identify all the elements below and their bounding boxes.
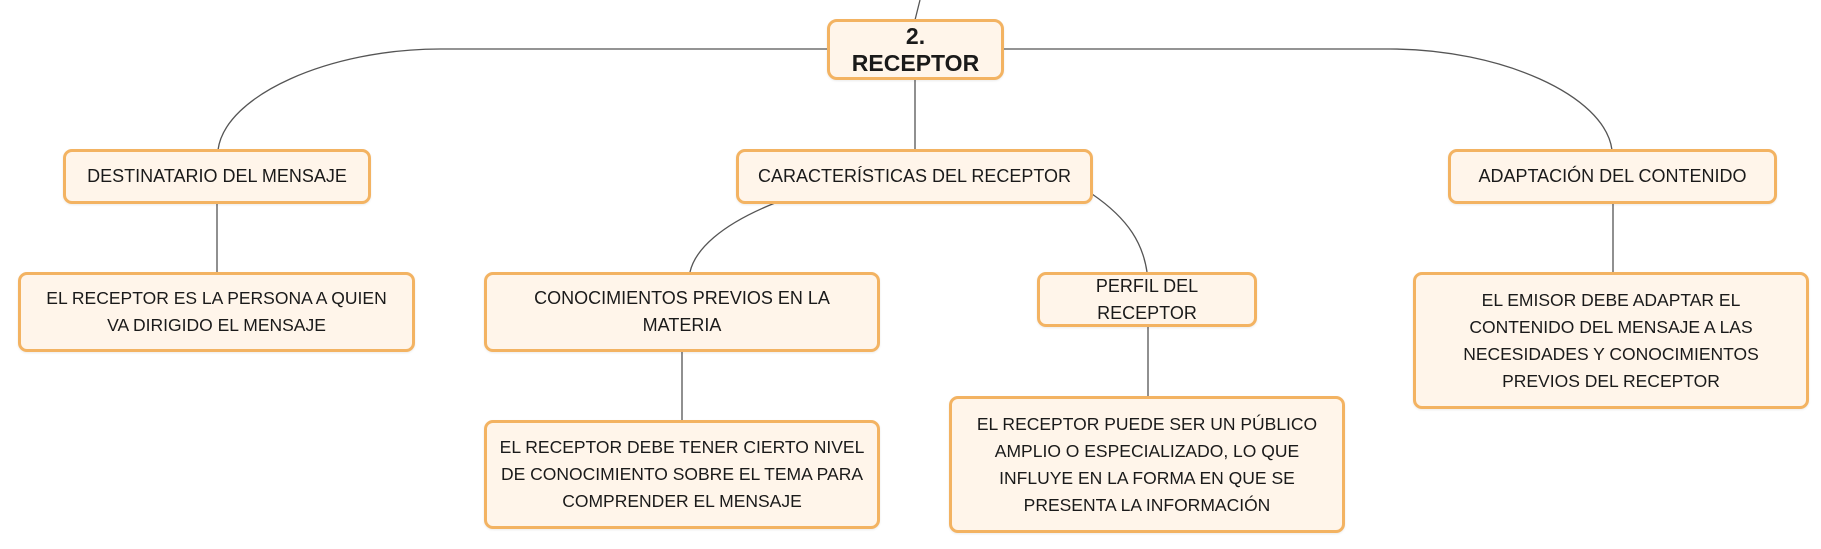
node-caracteristicas-label: CARACTERÍSTICAS DEL RECEPTOR: [757, 166, 1072, 186]
node-destinatario-detail[interactable]: EL RECEPTOR ES LA PERSONA A QUIEN VA DIR…: [18, 272, 415, 352]
node-conocimientos-detail-text: EL RECEPTOR DEBE TENER CIERTO NIVEL DE C…: [499, 437, 865, 511]
node-destinatario-label: DESTINATARIO DEL MENSAJE: [87, 166, 347, 186]
node-perfil-label: PERFIL DEL RECEPTOR: [1095, 275, 1199, 323]
node-adaptacion-detail[interactable]: EL EMISOR DEBE ADAPTAR EL CONTENIDO DEL …: [1413, 272, 1809, 409]
connector-caracteristicas-conocimientos: [689, 202, 776, 273]
root-node[interactable]: 2. RECEPTOR: [827, 19, 1004, 80]
node-caracteristicas[interactable]: CARACTERÍSTICAS DEL RECEPTOR: [736, 149, 1093, 204]
node-conocimientos-detail[interactable]: EL RECEPTOR DEBE TENER CIERTO NIVEL DE C…: [484, 420, 880, 529]
node-adaptacion-detail-text: EL EMISOR DEBE ADAPTAR EL CONTENIDO DEL …: [1463, 289, 1759, 391]
node-conocimientos-label: CONOCIMIENTOS PREVIOS EN LA MATERIA: [534, 288, 830, 335]
node-perfil[interactable]: PERFIL DEL RECEPTOR: [1037, 272, 1257, 327]
node-perfil-detail[interactable]: EL RECEPTOR PUEDE SER UN PÚBLICO AMPLIO …: [949, 396, 1345, 533]
node-destinatario-detail-text: EL RECEPTOR ES LA PERSONA A QUIEN VA DIR…: [46, 288, 387, 335]
node-conocimientos[interactable]: CONOCIMIENTOS PREVIOS EN LA MATERIA: [484, 272, 880, 352]
connector-caracteristicas-perfil: [1091, 193, 1148, 273]
node-destinatario[interactable]: DESTINATARIO DEL MENSAJE: [63, 149, 371, 204]
node-perfil-detail-text: EL RECEPTOR PUEDE SER UN PÚBLICO AMPLIO …: [976, 413, 1318, 515]
connector-root-adaptacion: [1002, 48, 1613, 151]
node-adaptacion[interactable]: ADAPTACIÓN DEL CONTENIDO: [1448, 149, 1777, 204]
connector-incoming: [914, 0, 921, 21]
node-adaptacion-label: ADAPTACIÓN DEL CONTENIDO: [1478, 166, 1747, 186]
connector-root-destinatario: [217, 48, 828, 151]
root-label: 2. RECEPTOR: [851, 22, 980, 76]
